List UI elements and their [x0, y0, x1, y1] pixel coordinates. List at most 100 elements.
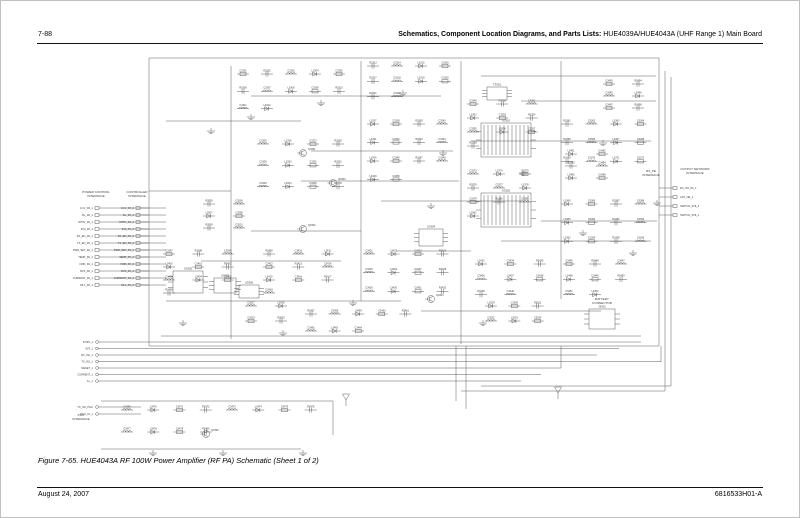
svg-text:SWITCH_9V8_2: SWITCH_9V8_2: [680, 204, 700, 208]
page-number: 7-88: [38, 31, 53, 38]
svg-text:R3439: R3439: [477, 290, 485, 293]
svg-text:R3343: R3343: [415, 138, 423, 141]
svg-text:L3430: L3430: [390, 287, 398, 290]
svg-text:C3390: C3390: [588, 218, 596, 221]
svg-text:C3493: C3493: [605, 79, 613, 82]
svg-text:C3301: C3301: [239, 69, 247, 72]
net-pin: RESET_1: [81, 366, 561, 370]
svg-text:L3382: L3382: [470, 211, 478, 214]
svg-text:R3361: R3361: [563, 119, 571, 122]
svg-text:L3474: L3474: [255, 405, 263, 408]
section-label: CONNECTOR: [592, 301, 613, 305]
svg-text:L3308: L3308: [288, 87, 296, 90]
svg-text:C3506: C3506: [235, 199, 243, 202]
svg-text:INT9V_PA_1: INT9V_PA_1: [78, 220, 94, 224]
svg-text:C3462: C3462: [307, 326, 315, 329]
svg-text:L3415: L3415: [266, 275, 274, 278]
svg-text:L3507: L3507: [206, 211, 214, 214]
svg-text:INTERFACE: INTERFACE: [642, 173, 659, 177]
svg-text:R3494: R3494: [634, 79, 642, 82]
svg-text:C3436: C3436: [477, 275, 485, 278]
svg-text:L3367: L3367: [613, 138, 621, 141]
svg-text:C3431: C3431: [414, 287, 422, 290]
svg-text:R3398: R3398: [195, 249, 203, 252]
svg-text:SWITCH_9V8_1: SWITCH_9V8_1: [680, 213, 700, 217]
svg-text:R3380: R3380: [495, 197, 503, 200]
svg-text:C3322: C3322: [393, 92, 401, 95]
svg-text:C3449: C3449: [591, 275, 599, 278]
svg-text:C3379: C3379: [469, 197, 477, 200]
svg-text:TX_EN_PA_1: TX_EN_PA_1: [77, 241, 94, 245]
ground-symbol: [579, 230, 587, 236]
svg-text:C3340: C3340: [438, 119, 446, 122]
svg-text:TEMP_PA_2: TEMP_PA_2: [119, 255, 134, 259]
svg-text:PGU: PGU: [78, 413, 85, 417]
svg-text:L3533: L3533: [511, 316, 519, 319]
svg-text:BATTERY: BATTERY: [595, 297, 609, 301]
svg-text:C3425: C3425: [365, 268, 373, 271]
svg-text:C3414: C3414: [324, 262, 332, 265]
transistor-Q3301: Q3301: [297, 148, 316, 157]
header-title-bold: Schematics, Component Location Diagrams,…: [398, 31, 602, 38]
svg-text:C3534: C3534: [534, 316, 542, 319]
svg-text:ANT_NE_1: ANT_NE_1: [680, 195, 694, 199]
svg-text:R3328: R3328: [334, 139, 342, 142]
header-title-rest: HUE4039A/HUE4043A (UHF Range 1) Main Boa…: [601, 31, 762, 38]
svg-text:R3358: R3358: [469, 141, 477, 144]
svg-text:C3348: C3348: [438, 156, 446, 159]
svg-text:C3396: C3396: [637, 237, 645, 240]
svg-text:INTERFACE: INTERFACE: [128, 194, 145, 198]
svg-text:L3496: L3496: [635, 91, 643, 94]
svg-text:R3369: R3369: [563, 157, 571, 160]
svg-text:R3417: R3417: [324, 275, 332, 278]
svg-text:9.1V_PA_1: 9.1V_PA_1: [80, 206, 93, 210]
svg-text:TX_INJ_1: TX_INJ_1: [81, 360, 93, 364]
ground-symbol: [207, 128, 215, 134]
svg-text:C3416: C3416: [295, 275, 303, 278]
ground-symbol: [349, 300, 357, 306]
net-pin: CURRENT_1: [77, 373, 541, 377]
svg-text:C3510: C3510: [235, 223, 243, 226]
svg-text:9V3_1: 9V3_1: [85, 347, 93, 351]
svg-text:RX_INJ_1: RX_INJ_1: [81, 353, 93, 357]
svg-text:C3471: C3471: [176, 405, 184, 408]
svg-text:R3476: R3476: [307, 405, 315, 408]
svg-text:L3393: L3393: [564, 237, 572, 240]
svg-text:C3475: C3475: [281, 405, 289, 408]
svg-text:C3458: C3458: [331, 309, 339, 312]
net-pin: TX_INJ_PGU: [77, 405, 141, 409]
section-label: PGU: [78, 413, 85, 417]
svg-text:U3320: U3320: [502, 189, 511, 193]
svg-text:R3395: R3395: [612, 237, 620, 240]
svg-text:CURRENT_1: CURRENT_1: [77, 373, 93, 377]
svg-text:Q3303: Q3303: [338, 178, 346, 181]
section-label: CONTROLLER: [126, 190, 148, 194]
svg-text:L3334: L3334: [285, 182, 293, 185]
svg-text:L3452: L3452: [592, 290, 600, 293]
svg-text:C3355: C3355: [469, 127, 477, 130]
svg-text:C3329: C3329: [259, 161, 267, 164]
svg-text:L3481: L3481: [568, 149, 576, 152]
net-pin: RX_INJ_1: [81, 353, 597, 357]
svg-text:RVS_PA_1: RVS_PA_1: [80, 269, 93, 273]
svg-text:C3403: C3403: [165, 275, 173, 278]
ground-symbol: [149, 450, 157, 456]
svg-text:T3301: T3301: [493, 83, 501, 87]
svg-text:L3349: L3349: [370, 175, 378, 178]
svg-text:R3406: R3406: [165, 288, 173, 291]
svg-text:L3422: L3422: [390, 249, 398, 252]
svg-text:C3357: C3357: [528, 127, 536, 130]
svg-text:R3302: R3302: [263, 69, 271, 72]
svg-text:C3320: C3320: [441, 77, 449, 80]
ground-symbol: [317, 100, 325, 106]
section-label: INTERFACE: [87, 194, 104, 198]
svg-text:L3529: L3529: [488, 301, 496, 304]
svg-text:C3318: C3318: [393, 77, 401, 80]
svg-text:L3400: L3400: [166, 262, 174, 265]
rx-fe-output-pins: RX_INJ_PA_1ANT_NE_1SWITCH_9V8_2SWITCH_9V…: [659, 186, 700, 217]
power-control-pins: 9.1V_PA_1B+_PA_1INT9V_PA_19V3_PA_1RX_EN_…: [73, 206, 149, 287]
svg-text:R3376: R3376: [469, 183, 477, 186]
